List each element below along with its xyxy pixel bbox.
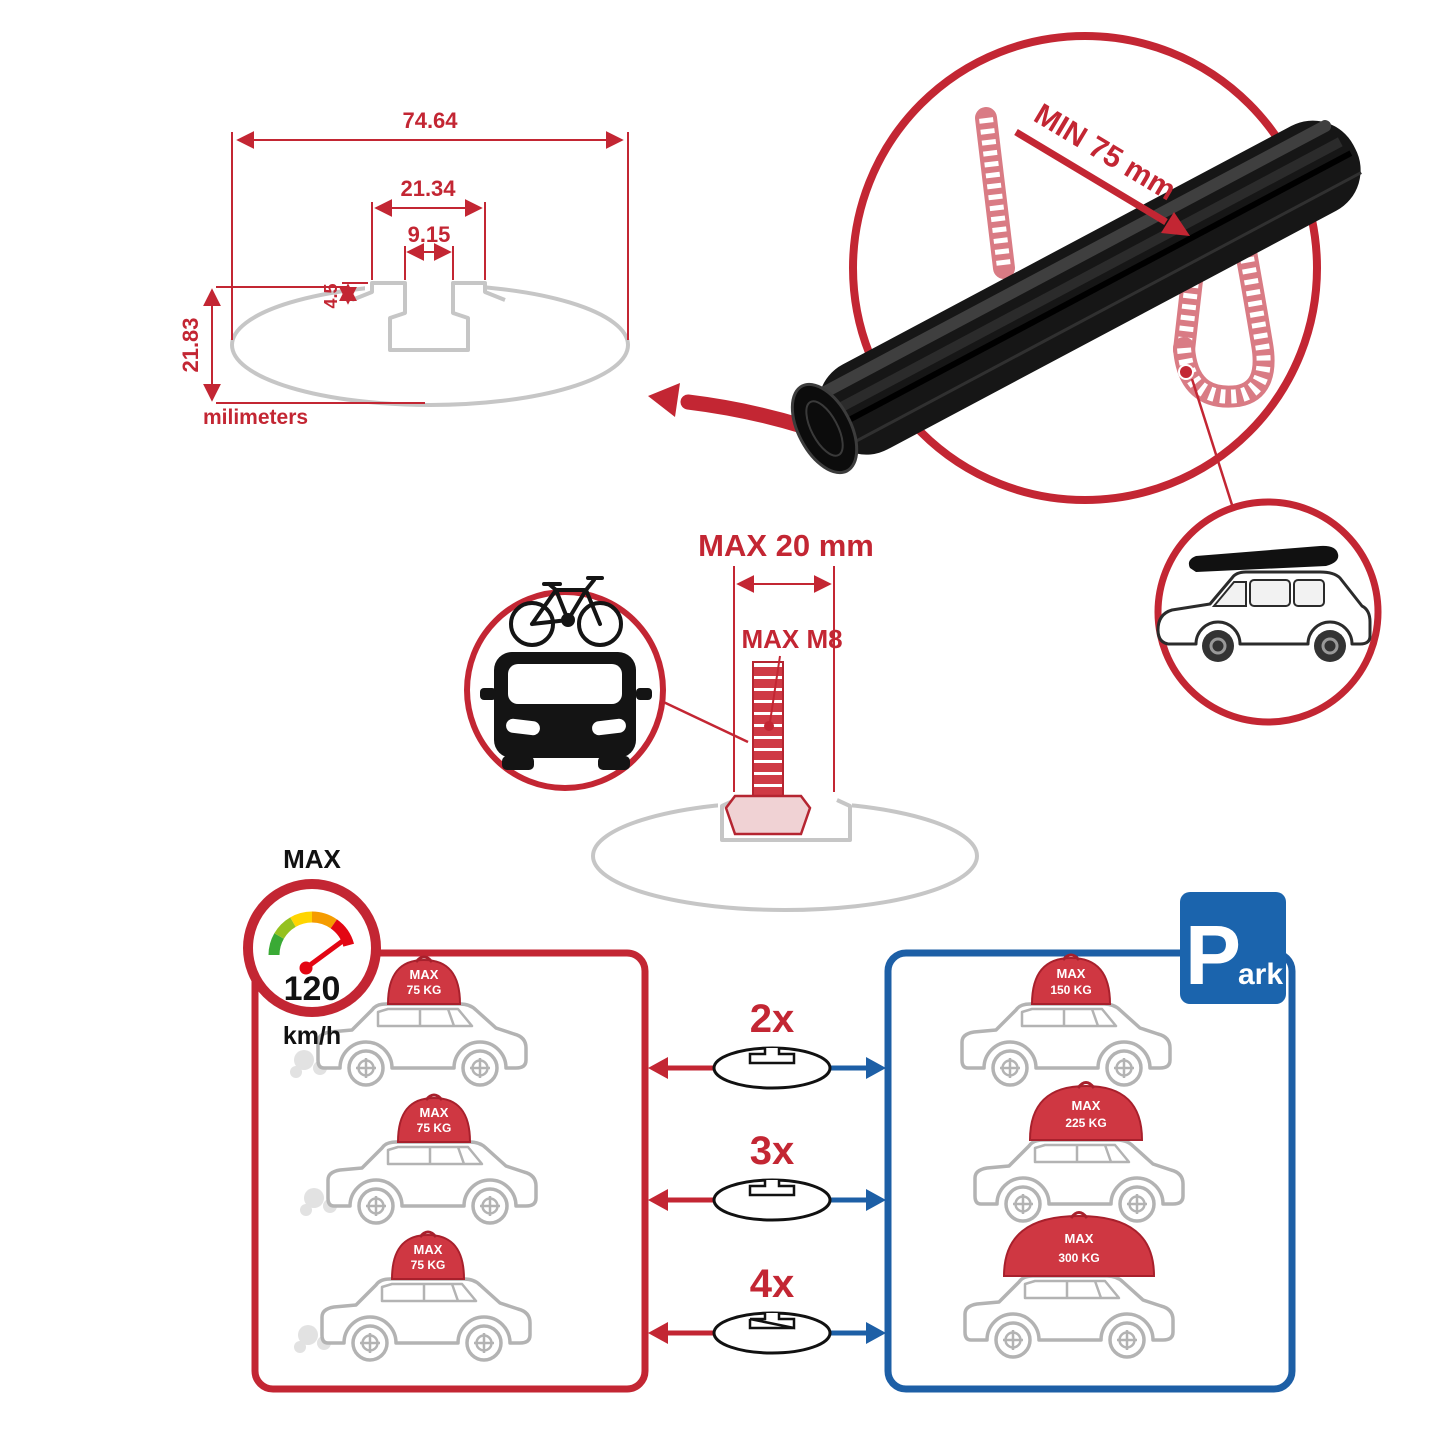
park-rest: ark [1238, 958, 1283, 991]
park-sign-board [1180, 892, 1286, 1004]
dim-total-height-label: 21.83 [178, 317, 203, 372]
left-arrow-icon [648, 1322, 668, 1344]
cargo-weight-label: 225 KG [1065, 1116, 1106, 1130]
speed-limit-gauge: MAX 120 km/h [243, 844, 381, 1050]
crossbar-detail-circle: MIN 75 mm [790, 32, 1362, 509]
cargo-max-label: MAX [1065, 1231, 1094, 1246]
dim-boss-height-label: 4.5 [321, 283, 341, 308]
cargo-weight-label: 300 KG [1058, 1251, 1099, 1265]
cargo-bag [1030, 953, 1112, 1005]
profile-t-slot [351, 281, 506, 352]
cargo-bag [386, 955, 462, 1005]
bolt-leader-line [769, 655, 781, 723]
park-letter: P [1185, 908, 1241, 1002]
crossbar-3d-icon [790, 120, 1362, 475]
gauge-arc-segments [268, 911, 355, 956]
bolt-slot-pocket [720, 798, 852, 842]
multiplier-label: 3x [750, 1129, 795, 1173]
gauge-ring [243, 879, 381, 1017]
multiplier-row-3: 4x [648, 1262, 886, 1355]
cargo-max-label: MAX [410, 967, 439, 982]
crossbar-profile-dimension-diagram: 74.64 21.34 9.15 4.5 21.83 milimeters [178, 108, 630, 429]
cargo-max-label: MAX [420, 1105, 449, 1120]
multiplier-row-1: 2x [648, 997, 886, 1090]
gauge-needle [303, 937, 347, 971]
right-arrow-icon [866, 1189, 886, 1211]
cargo-max-label: MAX [1057, 966, 1086, 981]
cargo-weight-label: 75 KG [407, 983, 442, 997]
units-label: milimeters [203, 406, 308, 429]
driving-cars: MAX 75 KG MAX 75 KG MAX 75 KG [290, 955, 538, 1362]
cargo-bag [1002, 1211, 1156, 1277]
speed-max-label: MAX [283, 844, 341, 874]
dim-boss-width-label: 21.34 [400, 176, 456, 201]
clamp-marker-dot [1178, 364, 1194, 380]
bolt-thread-label: MAX M8 [741, 624, 842, 654]
right-arrow-icon [866, 1057, 886, 1079]
bolt-icon [724, 661, 812, 836]
cargo-weight-label: 150 KG [1050, 983, 1091, 997]
bolt-marker-dot [764, 721, 774, 731]
cargo-max-label: MAX [1072, 1098, 1101, 1113]
cargo-weight-label: 75 KG [411, 1258, 446, 1272]
leader-to-suv-circle [1190, 378, 1235, 509]
car-front-bike-circle [464, 576, 749, 791]
cargo-weight-label: 75 KG [417, 1121, 452, 1135]
bolt-length-label: MAX 20 mm [698, 528, 874, 563]
dim-slot-width-label: 9.15 [408, 222, 451, 247]
bolt-spec-diagram: MAX 20 mm MAX M8 [591, 528, 979, 912]
multiplier-label: 2x [750, 997, 795, 1041]
cargo-max-label: MAX [414, 1242, 443, 1257]
cargo-bag [390, 1230, 466, 1280]
dim-total-width-label: 74.64 [402, 108, 458, 133]
left-arrow-icon [648, 1057, 668, 1079]
park-sign: P ark [1180, 892, 1286, 1004]
multiplier-label: 4x [750, 1262, 795, 1306]
cargo-bag [396, 1093, 472, 1143]
parked-cars: MAX 150 KG MAX 225 KG MAX 300 KG [960, 953, 1185, 1359]
bike-icon [509, 576, 623, 647]
suv-with-roofbox-icon [1156, 545, 1372, 662]
speed-unit: km/h [283, 1022, 341, 1050]
multiplier-row-2: 3x [648, 1129, 886, 1222]
car-front-icon [480, 652, 652, 770]
speed-value: 120 [284, 970, 341, 1008]
left-arrow-icon [648, 1189, 668, 1211]
suv-roofbox-circle [1154, 498, 1382, 726]
cargo-bag [1028, 1081, 1144, 1141]
leader-to-bolt [654, 696, 749, 744]
right-arrow-icon [866, 1322, 886, 1344]
